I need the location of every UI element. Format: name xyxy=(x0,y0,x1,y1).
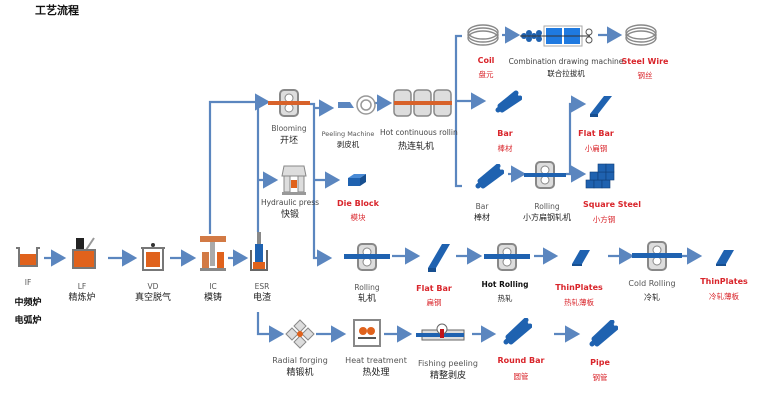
electroslag-remelting-icon xyxy=(250,232,268,271)
label-esr-en: ESR xyxy=(254,282,270,291)
steel-wire-coil-icon xyxy=(625,24,657,46)
connector-ic-blooming xyxy=(208,93,271,234)
connector-hotcont-branch xyxy=(454,34,462,188)
thin-plate-hot-icon xyxy=(572,250,590,266)
label-square-steel-cn: 小方钢 xyxy=(592,215,616,224)
label-if-en: IF xyxy=(24,278,32,287)
label-radial-cn: 精锻机 xyxy=(286,368,314,378)
cold-rolling-mill-icon xyxy=(632,241,682,271)
label-peeling-en: Peeling Machine xyxy=(321,130,375,138)
flat-bar-small-icon xyxy=(590,96,612,117)
pipe-bundle-icon xyxy=(589,320,618,347)
label-thin-plates-cold-cn: 冷轧薄板 xyxy=(709,292,739,301)
label-rolling-cn: 轧机 xyxy=(357,294,377,304)
label-bar-red-cn: 棒材 xyxy=(497,144,513,153)
label-if-cn: 中频炉 xyxy=(14,298,42,308)
die-block-icon xyxy=(348,174,366,186)
diagram-title: 工艺流程 xyxy=(35,4,79,17)
label-ic-cn: 模铸 xyxy=(203,293,223,303)
label-thin-plates-hot-en: ThinPlates xyxy=(555,283,603,292)
vacuum-degassing-icon xyxy=(141,243,165,271)
hot-rolling-mill-icon xyxy=(484,243,530,271)
label-heat-cn: 热处理 xyxy=(362,368,390,378)
label-pipe-en: Pipe xyxy=(590,358,610,367)
label-hot-rolling-cn: 热轧 xyxy=(497,294,513,303)
square-steel-stack-icon xyxy=(585,163,615,189)
connector-esr-radial xyxy=(256,312,285,343)
combination-drawing-machine-icon xyxy=(520,25,593,47)
label-cold-rolling-cn: 冷轧 xyxy=(644,293,660,302)
label-vd-cn: 真空脱气 xyxy=(134,293,172,303)
label-bar-en: Bar xyxy=(475,202,489,211)
label-hot-continuous-cn: 热连轧机 xyxy=(397,142,435,152)
induction-furnace-icon xyxy=(16,247,40,267)
label-thin-plates-hot-cn: 热轧薄板 xyxy=(564,298,594,307)
label-fishing-cn: 精整剥皮 xyxy=(429,371,467,381)
label-flat-bar-cn: 扁钢 xyxy=(426,298,442,307)
label-combination-en: Combination drawing machine xyxy=(508,57,624,66)
label-heat-en: Heat treatment xyxy=(345,356,407,365)
label-vd-en: VD xyxy=(147,282,159,291)
label-lf-cn: 精炼炉 xyxy=(68,293,96,303)
hot-continuous-rolling-icon xyxy=(393,89,452,117)
label-bar-cn: 棒材 xyxy=(474,213,490,222)
label-fishing-en: Fishing peeling xyxy=(418,359,478,368)
label-rolling-small-en: Rolling xyxy=(534,202,560,211)
heat-treatment-furnace-icon xyxy=(353,319,381,347)
label-steel-wire-cn: 钢丝 xyxy=(637,71,653,80)
label-rolling-en: Rolling xyxy=(354,283,380,292)
coil-icon xyxy=(467,24,499,46)
hydraulic-press-icon xyxy=(281,165,307,195)
flat-bar-icon xyxy=(428,244,450,272)
fishing-peeling-machine-icon xyxy=(416,323,465,341)
label-pipe-cn: 钢管 xyxy=(592,373,608,382)
bar-stack-icon xyxy=(475,164,504,189)
label-radial-en: Radial forging xyxy=(272,356,328,365)
label-die-block-cn: 模块 xyxy=(350,213,366,222)
bar-bundle-icon xyxy=(495,90,522,113)
thin-plate-cold-icon xyxy=(716,250,734,266)
label-cold-rolling-en: Cold Rolling xyxy=(628,279,676,288)
label-blooming-en: Blooming xyxy=(271,124,307,133)
rolling-mill-icon xyxy=(344,243,390,271)
label-rolling-small-cn: 小方扁钢轧机 xyxy=(523,213,571,222)
small-rolling-mill-icon xyxy=(524,161,566,189)
label-coil-cn: 盘元 xyxy=(478,70,494,79)
label-coil-en: Coil xyxy=(477,56,495,65)
label-die-block-en: Die Block xyxy=(337,199,379,208)
radial-forging-icon xyxy=(285,319,315,349)
blooming-mill-icon xyxy=(268,89,310,117)
label-round-bar-cn: 圆管 xyxy=(513,372,529,381)
label-thin-plates-cold-en: ThinPlates xyxy=(700,277,748,286)
label-esr-cn: 电渣 xyxy=(252,293,272,303)
connector-rolling-flat xyxy=(566,95,587,176)
label-hydraulic-cn: 快锻 xyxy=(280,210,300,220)
label-flat-bar-small-cn: 小扁钢 xyxy=(584,144,608,153)
label-lf-en: LF xyxy=(77,282,87,291)
peeling-machine-icon xyxy=(338,95,376,115)
ingot-casting-icon xyxy=(200,236,226,271)
ladle-furnace-icon xyxy=(72,237,96,269)
label-peeling-cn: 剥皮机 xyxy=(336,140,360,149)
label-bar-red-en: Bar xyxy=(497,129,513,138)
label-hot-rolling-en: Hot Rolling xyxy=(481,280,529,289)
label-square-steel-en: Square Steel xyxy=(583,200,641,209)
label-combination-cn: 联合拉拔机 xyxy=(547,69,585,78)
label-hydraulic-en: Hydraulic press xyxy=(260,198,320,207)
label-blooming-cn: 开坯 xyxy=(279,136,299,146)
label-if-cn2: 电弧炉 xyxy=(14,316,42,326)
label-flat-bar-en: Flat Bar xyxy=(416,284,452,293)
label-hot-continuous-en: Hot continuous rolling xyxy=(380,128,458,137)
label-ic-en: IC xyxy=(209,282,217,291)
round-bar-bundle-icon xyxy=(503,318,532,345)
label-steel-wire-en: Steel Wire xyxy=(621,57,669,66)
label-flat-bar-small-en: Flat Bar xyxy=(578,129,614,138)
label-round-bar-en: Round Bar xyxy=(497,356,545,365)
